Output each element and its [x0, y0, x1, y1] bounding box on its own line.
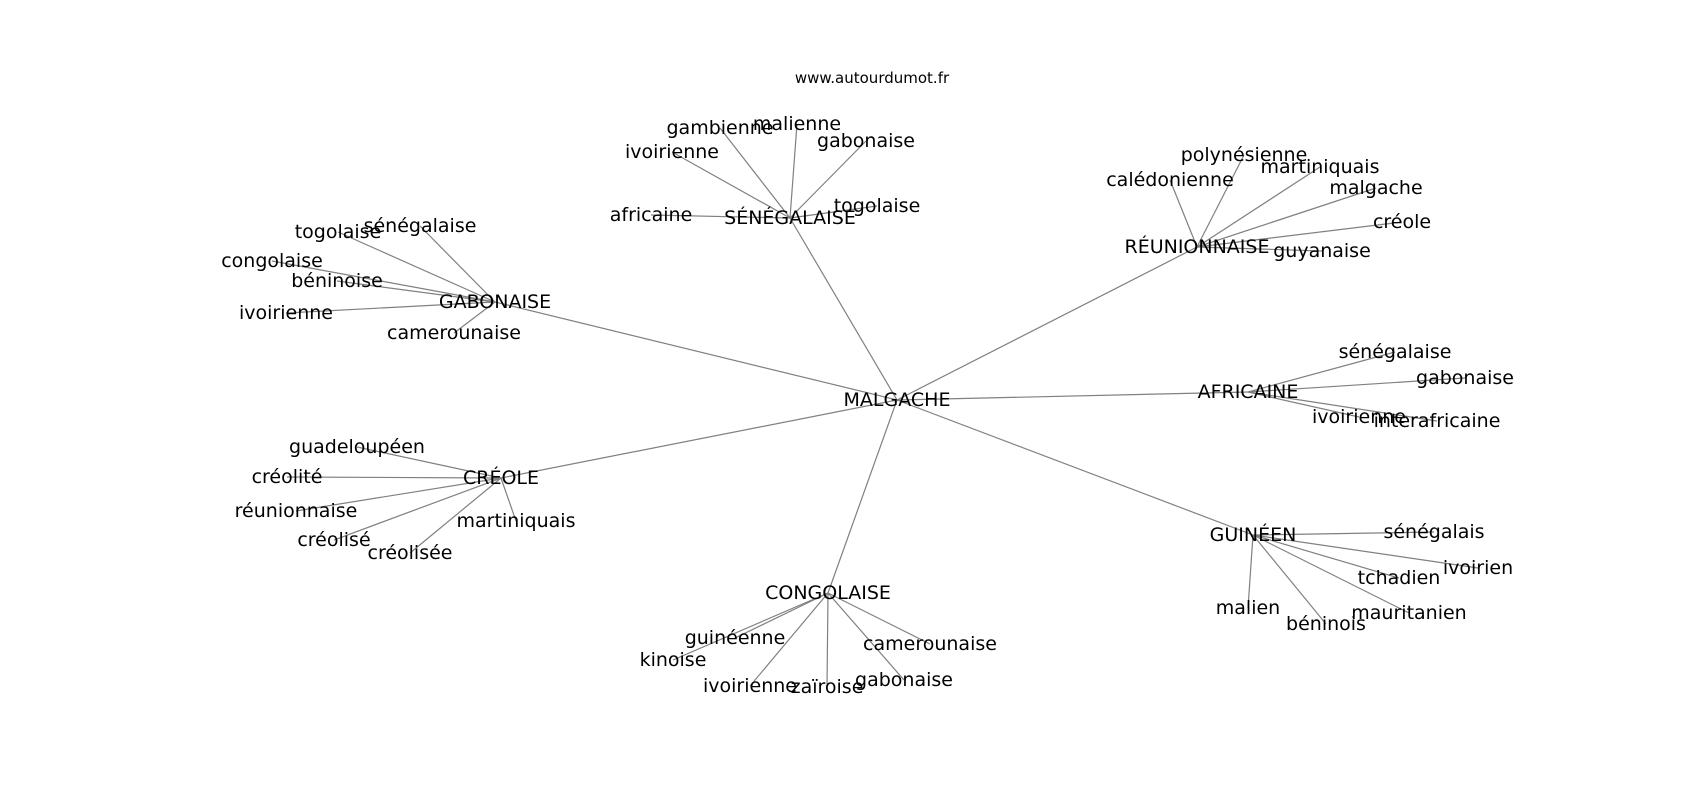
edge-hub-to-leaf	[1247, 351, 1396, 393]
leaf-node-label[interactable]: ivoirienne	[625, 141, 719, 163]
leaf-node-label[interactable]: mauritanien	[1351, 602, 1466, 624]
edge-center-to-hub	[896, 246, 1198, 401]
edge-hub-to-leaf	[271, 260, 496, 303]
edge-hub-to-leaf	[337, 231, 496, 303]
graph-labels: MALGACHESÉNÉGALAISEgambiennemaliennegabo…	[221, 113, 1514, 698]
leaf-node-label[interactable]: martiniquais	[1261, 156, 1380, 178]
leaf-node-label[interactable]: gabonaise	[1416, 367, 1514, 389]
leaf-node-label[interactable]: malien	[1216, 597, 1280, 619]
edge-hub-to-leaf	[286, 476, 502, 479]
edge-hub-to-leaf	[734, 592, 829, 639]
hub-node-label[interactable]: SÉNÉGALAISE	[724, 206, 856, 229]
edge-center-to-hub	[827, 399, 898, 594]
edge-hub-to-leaf	[789, 140, 867, 219]
leaf-node-label[interactable]: martiniquais	[457, 510, 576, 532]
edge-hub-to-leaf	[333, 477, 502, 541]
edge-hub-to-leaf	[827, 592, 905, 681]
edge-hub-to-leaf	[827, 592, 931, 645]
edge-hub-to-leaf	[1196, 246, 1323, 252]
edge-hub-to-leaf	[1252, 531, 1435, 536]
edge-hub-to-leaf	[1247, 377, 1466, 393]
leaf-node-label[interactable]: togolaise	[834, 195, 921, 217]
graph-edges	[271, 123, 1479, 688]
leaf-node-label[interactable]: calédonienne	[1106, 169, 1234, 191]
edge-center-to-hub	[500, 399, 898, 479]
leaf-node-label[interactable]: béninois	[1286, 613, 1366, 635]
edge-hub-to-leaf	[749, 592, 829, 687]
edge-hub-to-leaf	[1196, 166, 1321, 248]
edge-hub-to-leaf	[1252, 534, 1479, 569]
leaf-node-label[interactable]: sénégalais	[1383, 521, 1484, 543]
edge-hub-to-leaf	[409, 477, 502, 554]
edge-center-to-hub	[789, 217, 898, 401]
leaf-node-label[interactable]: kinoise	[640, 649, 707, 671]
edge-hub-to-leaf	[419, 225, 496, 303]
leaf-node-label[interactable]: congolaise	[221, 250, 323, 272]
edge-hub-to-leaf	[1196, 187, 1377, 248]
edge-hub-to-leaf	[672, 592, 829, 661]
center-node-label[interactable]: MALGACHE	[844, 389, 951, 411]
leaf-node-label[interactable]: malgache	[1329, 177, 1422, 199]
hub-node-label[interactable]: CRÉOLE	[463, 466, 539, 489]
leaf-node-label[interactable]: ivoirienne	[239, 302, 333, 324]
edge-hub-to-leaf	[671, 151, 791, 219]
hub-node-label[interactable]: AFRICAINE	[1198, 381, 1299, 403]
leaf-node-label[interactable]: créole	[1373, 211, 1431, 233]
edge-center-to-hub	[896, 391, 1249, 401]
hub-node-label[interactable]: GUINÉEN	[1210, 523, 1297, 546]
leaf-node-label[interactable]: béninoise	[291, 270, 383, 292]
leaf-node-label[interactable]: polynésienne	[1181, 144, 1308, 166]
edge-hub-to-leaf	[295, 477, 502, 512]
leaf-node-label[interactable]: créolité	[252, 466, 323, 488]
edge-hub-to-leaf	[285, 301, 496, 314]
leaf-node-label[interactable]: camerounaise	[387, 322, 521, 344]
leaf-node-label[interactable]: zaïroise	[791, 676, 864, 698]
leaf-node-label[interactable]: malienne	[753, 113, 841, 135]
hub-node-label[interactable]: GABONAISE	[439, 291, 551, 313]
leaf-node-label[interactable]: ivoirienne	[703, 675, 797, 697]
leaf-node-label[interactable]: togolaise	[295, 221, 382, 243]
leaf-node-label[interactable]: sénégalaise	[1339, 341, 1452, 363]
leaf-node-label[interactable]: africaine	[610, 204, 693, 226]
leaf-node-label[interactable]: ivoirien	[1443, 557, 1513, 579]
leaf-node-label[interactable]: réunionnaise	[235, 500, 358, 522]
leaf-node-label[interactable]: camerounaise	[863, 633, 997, 655]
edge-hub-to-leaf	[1196, 221, 1403, 248]
edge-hub-to-leaf	[1169, 179, 1198, 248]
edge-hub-to-leaf	[719, 127, 791, 219]
edge-hub-to-leaf	[789, 205, 878, 219]
edge-hub-to-leaf	[1252, 534, 1327, 625]
edge-hub-to-leaf	[1252, 534, 1400, 579]
hub-node-label[interactable]: RÉUNIONNAISE	[1125, 235, 1270, 258]
leaf-node-label[interactable]: guadeloupéen	[289, 436, 425, 458]
edge-hub-to-leaf	[650, 214, 791, 219]
edge-hub-to-leaf	[1252, 534, 1410, 614]
leaf-node-label[interactable]: guinéenne	[685, 627, 786, 649]
edge-hub-to-leaf	[500, 477, 517, 522]
leaf-node-label[interactable]: guyanaise	[1273, 240, 1371, 262]
leaf-node-label[interactable]: gabonaise	[817, 130, 915, 152]
edge-center-to-hub	[896, 399, 1254, 536]
edge-hub-to-leaf	[826, 592, 829, 688]
edge-hub-to-leaf	[1196, 154, 1245, 248]
leaf-node-label[interactable]: gambienne	[666, 117, 773, 139]
edge-hub-to-leaf	[356, 446, 502, 479]
edge-hub-to-leaf	[336, 280, 496, 303]
leaf-node-label[interactable]: ivoirienne	[1312, 406, 1406, 428]
edge-hub-to-leaf	[789, 123, 798, 219]
edge-hub-to-leaf	[1247, 391, 1438, 422]
hub-node-label[interactable]: CONGOLAISE	[765, 582, 891, 604]
edge-hub-to-leaf	[1247, 391, 1360, 418]
edge-hub-to-leaf	[453, 301, 496, 334]
leaf-node-label[interactable]: sénégalaise	[364, 215, 477, 237]
leaf-node-label[interactable]: interafricaine	[1374, 410, 1501, 432]
edge-center-to-hub	[494, 301, 898, 401]
site-url: www.autourdumot.fr	[795, 69, 950, 87]
leaf-node-label[interactable]: gabonaise	[855, 669, 953, 691]
leaf-node-label[interactable]: créolisé	[297, 529, 370, 551]
edge-hub-to-leaf	[1247, 534, 1254, 609]
leaf-node-label[interactable]: créolisée	[368, 542, 453, 564]
leaf-node-label[interactable]: tchadien	[1358, 567, 1441, 589]
